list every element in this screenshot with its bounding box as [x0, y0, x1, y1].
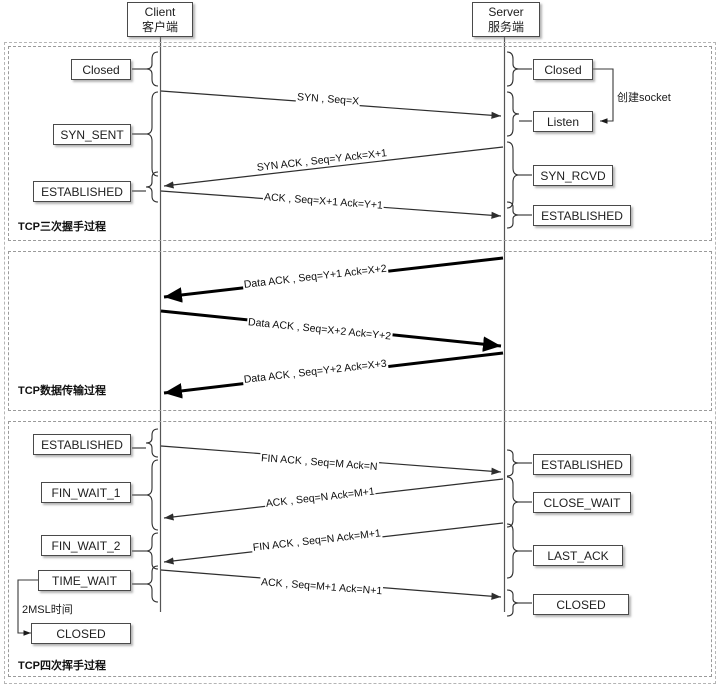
state-label: CLOSED: [556, 597, 606, 612]
state-box-client-time-wait: TIME_WAIT: [38, 570, 131, 591]
state-label: FIN_WAIT_1: [51, 485, 121, 500]
state-label: SYN_SENT: [60, 127, 124, 142]
state-label: Closed: [82, 62, 120, 77]
server-brace-closed-2: [506, 589, 532, 617]
client-brace-established-1: [132, 171, 159, 203]
server-brace-close-wait: [506, 476, 532, 528]
state-label: LAST_ACK: [547, 548, 609, 563]
state-label: ESTABLISHED: [541, 457, 623, 472]
state-label: TIME_WAIT: [52, 573, 117, 588]
server-brace-established-1: [506, 201, 532, 229]
state-box-client-fin-wait-2: FIN_WAIT_2: [41, 535, 131, 556]
state-label: FIN_WAIT_2: [51, 538, 121, 553]
client-brace-fin-wait-1: [132, 459, 159, 531]
header-server-en: Server: [488, 4, 524, 19]
state-box-client-established-1: ESTABLISHED: [33, 181, 131, 202]
two-msl-note: 2MSL时间: [22, 604, 73, 616]
state-box-server-established-1: ESTABLISHED: [533, 205, 631, 226]
header-server-zh: 服务端: [487, 19, 524, 34]
state-box-client-established-2: ESTABLISHED: [33, 434, 131, 455]
arrow-syn-ack: [163, 146, 504, 189]
server-brace-closed: [506, 51, 532, 87]
create-socket-connector: [592, 68, 614, 124]
state-box-client-closed: Closed: [71, 59, 131, 80]
client-brace-fin-wait-2: [132, 532, 159, 570]
header-client-en: Client: [144, 4, 176, 19]
outer-frame: [4, 42, 716, 684]
state-box-client-syn-sent: SYN_SENT: [53, 124, 131, 145]
section-label-data-transfer: TCP数据传输过程: [18, 385, 106, 397]
state-label: CLOSED: [56, 626, 106, 641]
state-label: ESTABLISHED: [41, 184, 123, 199]
header-client-box: Client 客户端: [127, 2, 193, 37]
state-box-server-established-2: ESTABLISHED: [533, 454, 631, 475]
server-brace-syn-rcvd: [506, 141, 532, 209]
client-brace-time-wait: [132, 565, 159, 603]
section-label-handshake: TCP三次握手过程: [18, 221, 106, 233]
client-brace-established-2: [132, 428, 159, 458]
state-box-server-listen: Listen: [533, 111, 593, 132]
state-box-server-closed: Closed: [533, 59, 593, 80]
server-brace-last-ack: [506, 523, 532, 579]
section-frame-handshake: [8, 46, 712, 241]
state-label: SYN_RCVD: [540, 168, 606, 183]
state-box-server-syn-rcvd: SYN_RCVD: [533, 165, 613, 186]
state-label: ESTABLISHED: [41, 437, 123, 452]
state-box-client-closed-2: CLOSED: [31, 623, 131, 644]
state-label: ESTABLISHED: [541, 208, 623, 223]
server-brace-listen: [506, 91, 532, 137]
state-box-client-fin-wait-1: FIN_WAIT_1: [41, 482, 131, 503]
time-wait-to-closed-connector: [17, 579, 38, 636]
client-brace-syn-sent: [132, 91, 159, 177]
state-box-server-last-ack: LAST_ACK: [533, 545, 623, 566]
create-socket-note: 创建socket: [617, 92, 671, 104]
state-box-server-closed-2: CLOSED: [533, 594, 629, 615]
header-client-zh: 客户端: [141, 19, 178, 34]
section-frame-teardown: [8, 421, 712, 677]
section-label-teardown: TCP四次挥手过程: [18, 660, 106, 672]
state-label: CLOSE_WAIT: [543, 495, 621, 510]
state-label: Closed: [544, 62, 582, 77]
state-box-server-close-wait: CLOSE_WAIT: [533, 492, 631, 513]
client-brace-closed: [132, 51, 159, 87]
header-server-box: Server 服务端: [472, 2, 540, 37]
server-brace-established-2: [506, 449, 532, 477]
state-label: Listen: [546, 114, 580, 129]
section-frame-data-transfer: [8, 251, 712, 411]
